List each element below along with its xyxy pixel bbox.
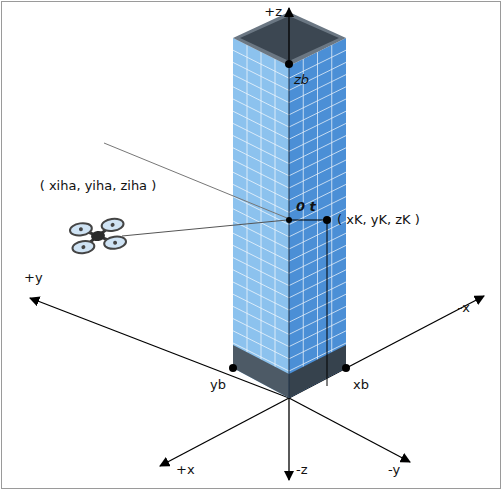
building-left-wall <box>233 38 289 398</box>
axis-minus-z <box>288 398 289 480</box>
axis-label: -x <box>458 300 470 315</box>
axis-plus-x <box>160 398 289 466</box>
points <box>229 60 350 372</box>
point-origin <box>286 217 292 223</box>
point-zb <box>285 60 293 68</box>
building-base-left <box>233 345 289 398</box>
building <box>233 12 346 398</box>
coordinate-label: ( xK, yK, zK ) <box>337 212 420 227</box>
target-leader <box>289 220 327 221</box>
drone-line <box>122 220 287 236</box>
target-drop <box>327 220 328 386</box>
axis-minus-y <box>289 398 410 462</box>
origin-label: 0 t <box>296 199 316 214</box>
building-base-right <box>289 345 346 398</box>
axis-label: -z <box>296 462 308 477</box>
point-label: xb <box>353 377 369 392</box>
point-label: yb <box>210 377 226 392</box>
point-label: zb <box>294 72 309 87</box>
building-edge <box>289 66 290 398</box>
axis-label: +y <box>24 270 43 285</box>
axis-label: -y <box>388 462 400 477</box>
point-target <box>323 216 331 224</box>
point-yb <box>229 364 237 372</box>
coordinate-label: ( xiha, yiha, ziha ) <box>40 178 157 193</box>
axis-plus-z <box>288 8 289 62</box>
axis-label: +z <box>264 4 282 19</box>
point-xb <box>342 364 350 372</box>
axis-label: +x <box>176 462 195 477</box>
drone <box>69 217 127 254</box>
